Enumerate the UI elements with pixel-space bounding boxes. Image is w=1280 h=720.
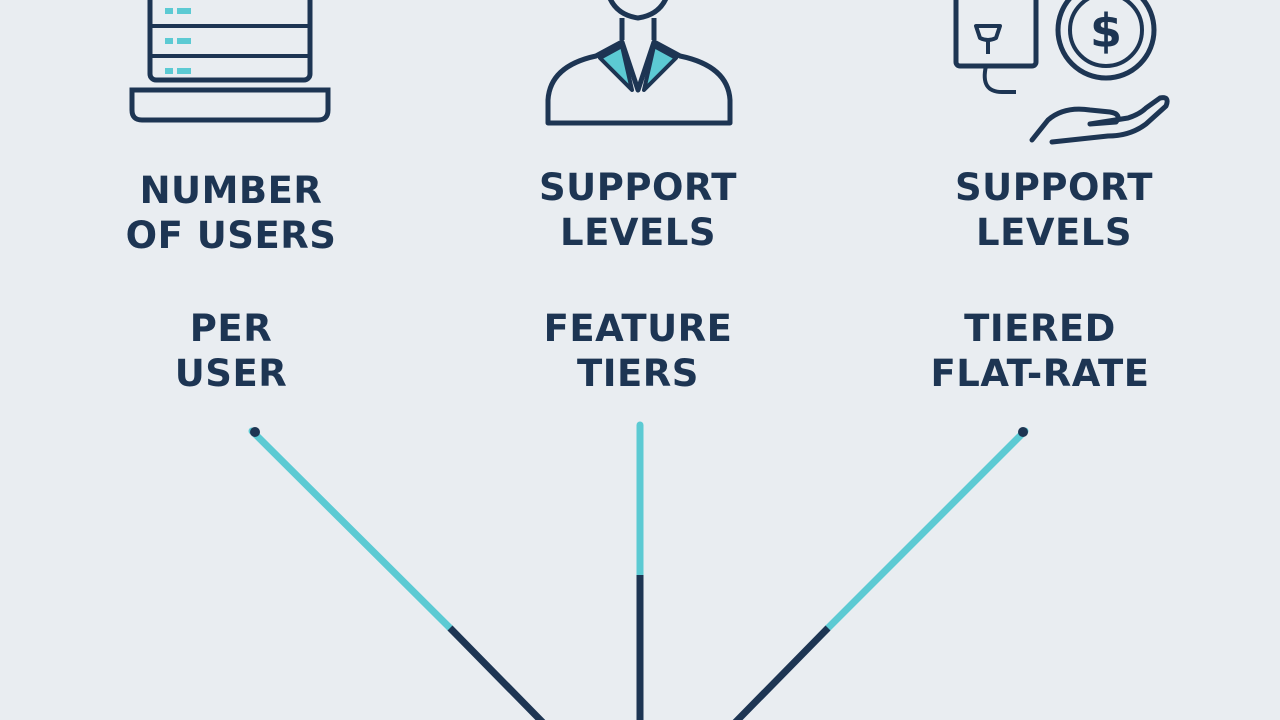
laptop-server-icon bbox=[129, 0, 331, 123]
support-person-icon bbox=[545, 0, 733, 126]
factor-label-support-levels: SUPPORT LEVELS bbox=[955, 166, 1153, 254]
connector-right bbox=[732, 427, 1029, 720]
model-label-tiered-flat-rate: TIERED FLAT-RATE bbox=[930, 307, 1150, 395]
svg-text:$: $ bbox=[1090, 4, 1122, 58]
model-label-feature-tiers: FEATURE TIERS bbox=[543, 307, 733, 395]
factor-label-support-levels: SUPPORT LEVELS bbox=[539, 166, 737, 254]
model-label-per-user: PER USER bbox=[174, 307, 288, 395]
connector-left bbox=[248, 427, 546, 720]
contract-money-hand-icon: $ bbox=[953, 0, 1170, 145]
factor-label-number-of-users: NUMBER OF USERS bbox=[125, 169, 337, 257]
